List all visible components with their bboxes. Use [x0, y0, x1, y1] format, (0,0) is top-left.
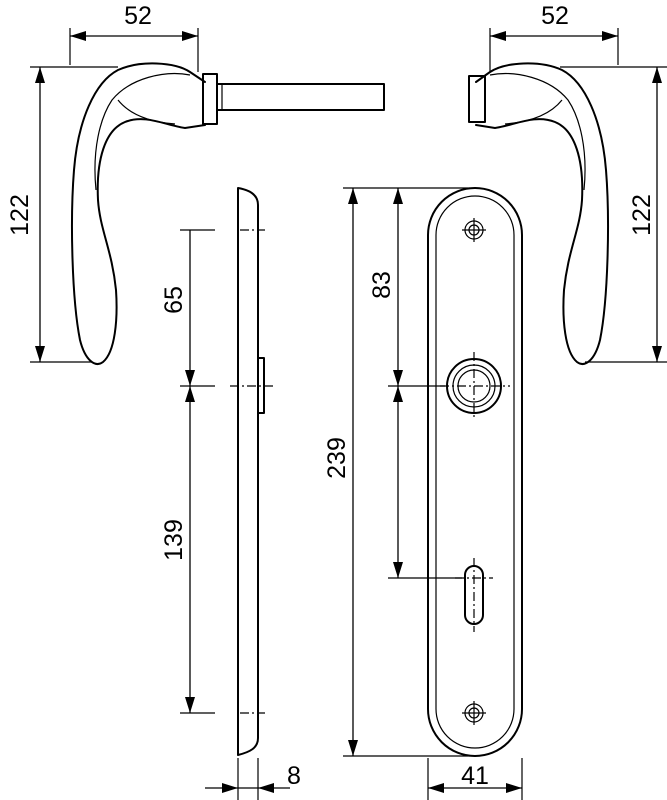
backplate-side-view	[230, 187, 275, 756]
dim-front-handle-to-keyhole	[388, 386, 462, 579]
right-lever-handle	[468, 62, 609, 365]
left-lever-handle	[71, 62, 385, 365]
dim-label-plate-height: 239	[323, 437, 351, 479]
dim-left-handle-width: 52	[69, 2, 199, 72]
dim-label-handle-to-keyhole: 139	[160, 519, 188, 561]
dim-label-right-handle-width: 52	[541, 2, 569, 30]
dim-label-rosette-to-handle: 65	[160, 286, 188, 314]
dim-plate-width: 41	[427, 758, 523, 800]
handle-rosette	[440, 352, 510, 420]
dim-rosette-to-handle: 65	[160, 229, 215, 387]
dim-label-plate-width: 41	[461, 762, 489, 790]
dim-label-right-handle-height: 122	[628, 194, 656, 236]
dim-label-left-handle-width: 52	[124, 2, 152, 30]
backplate-front-view	[427, 187, 523, 757]
dim-plate-thickness: 8	[205, 758, 301, 800]
top-screw	[462, 218, 486, 242]
dim-right-handle-width: 52	[489, 2, 619, 72]
dim-label-plate-thickness: 8	[287, 762, 301, 790]
dim-left-handle-height: 122	[6, 66, 118, 363]
dim-label-left-handle-height: 122	[6, 194, 34, 236]
dim-right-handle-height: 122	[560, 66, 667, 363]
dim-plate-top-to-handle: 83	[368, 188, 445, 387]
dim-plate-height: 239	[323, 187, 470, 757]
keyhole	[455, 558, 493, 632]
dim-label-plate-top-to-handle: 83	[368, 271, 396, 299]
bottom-screw	[462, 701, 486, 725]
dim-handle-to-keyhole: 139	[160, 386, 215, 714]
